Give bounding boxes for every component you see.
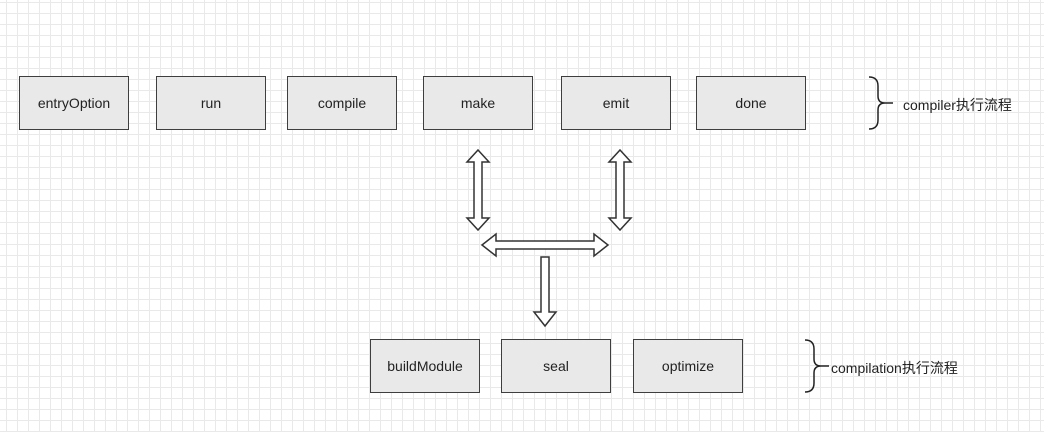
compiler-step-run: run: [156, 76, 266, 130]
double-arrow-vertical-icon: [607, 148, 633, 232]
double-arrow-horizontal-icon: [480, 232, 610, 258]
compiler-step-make: make: [423, 76, 533, 130]
compiler-step-done: done: [696, 76, 806, 130]
compiler-group-label: compiler执行流程: [903, 97, 1012, 113]
down-arrow-icon: [532, 256, 558, 328]
double-arrow-vertical-icon: [465, 148, 491, 232]
compiler-step-entryoption: entryOption: [19, 76, 129, 130]
curly-brace-icon: [804, 339, 822, 393]
compilation-group-label: compilation执行流程: [831, 360, 958, 376]
compilation-step-optimize: optimize: [633, 339, 743, 393]
compiler-step-emit: emit: [561, 76, 671, 130]
compiler-step-compile: compile: [287, 76, 397, 130]
compilation-step-buildmodule: buildModule: [370, 339, 480, 393]
curly-brace-icon: [868, 76, 886, 130]
compilation-step-seal: seal: [501, 339, 611, 393]
